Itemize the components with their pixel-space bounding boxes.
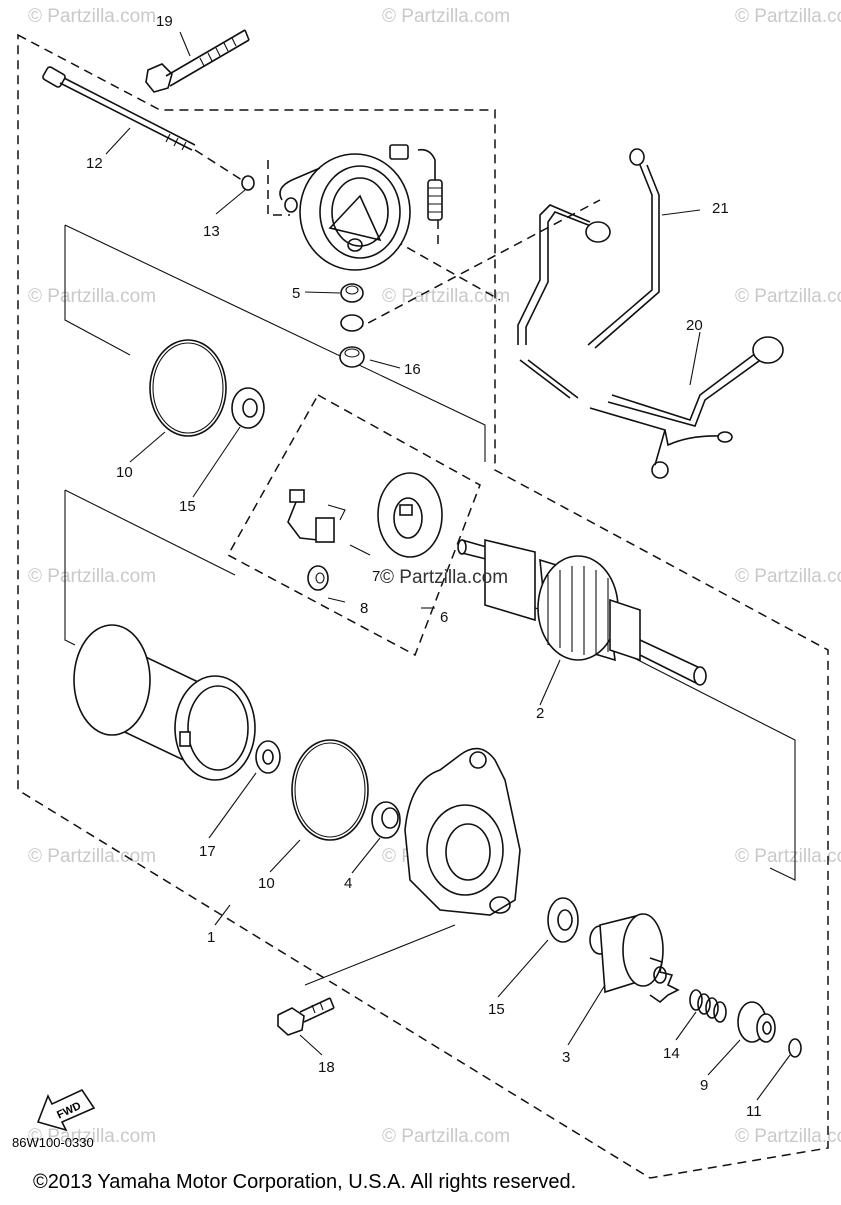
watermark: © Partzilla.com xyxy=(735,566,841,587)
watermark: © Partzilla.com xyxy=(735,6,841,27)
forward-arrow-icon: FWD xyxy=(36,1088,96,1132)
watermark: © Partzilla.com xyxy=(28,6,156,27)
part-label-3: 3 xyxy=(562,1049,570,1066)
washer-icon xyxy=(340,314,364,332)
axis-line-bolt xyxy=(304,924,456,986)
part-label-20: 20 xyxy=(686,317,703,334)
part-label-18: 18 xyxy=(318,1059,335,1076)
washer-17-icon xyxy=(255,740,281,774)
part-label-2: 2 xyxy=(536,705,544,722)
circlip-11-icon xyxy=(788,1038,802,1058)
part-label-13: 13 xyxy=(203,223,220,240)
part-label-11: 11 xyxy=(746,1103,762,1120)
axis-line-bracket xyxy=(267,160,439,245)
brush-plate-icon xyxy=(377,472,443,558)
bolt-19-icon xyxy=(145,29,250,93)
part-label-4: 4 xyxy=(344,875,352,892)
part-label-15-upper: 15 xyxy=(179,498,196,515)
brush-set-boundary xyxy=(226,393,481,657)
part-label-5: 5 xyxy=(292,285,300,302)
watermark: © Partzilla.com xyxy=(28,846,156,867)
part-label-16: 16 xyxy=(404,361,421,378)
oring-10-lower-inner xyxy=(294,742,366,838)
watermark: © Partzilla.com xyxy=(28,286,156,307)
yoke-icon xyxy=(73,624,256,781)
brush-7-icon xyxy=(287,489,371,556)
part-label-10-upper: 10 xyxy=(116,464,133,481)
armature-2-icon xyxy=(457,538,707,686)
part-label-19: 19 xyxy=(156,13,173,30)
stopper-9-icon xyxy=(737,1001,776,1043)
oring-10-upper-inner xyxy=(152,342,224,434)
watermark: © Partzilla.com xyxy=(28,566,156,587)
part-labels: 19 12 13 5 16 21 20 10 15 7 8 6 2 17 10 … xyxy=(86,13,762,1120)
oring-10-upper-icon xyxy=(149,339,227,437)
nut-16-icon xyxy=(339,346,365,368)
oring-10-lower-icon xyxy=(291,739,369,841)
part-label-1: 1 xyxy=(207,929,215,946)
upper-panel-outline xyxy=(64,224,486,462)
part-label-10-lower: 10 xyxy=(258,875,275,892)
axis-line-upper xyxy=(354,199,601,331)
leader-lines xyxy=(105,31,791,1101)
nut-5-icon xyxy=(340,283,364,303)
watermark: © Partzilla.com xyxy=(735,846,841,867)
lead-wire-20-icon xyxy=(589,336,784,479)
axis-line-bolt-12 xyxy=(194,149,246,183)
watermark: © Partzilla.com xyxy=(735,1126,841,1147)
bearing-4-icon xyxy=(371,801,401,839)
copyright-notice: ©2013 Yamaha Motor Corporation, U.S.A. A… xyxy=(33,1171,576,1193)
watermark: © Partzilla.com xyxy=(382,1126,510,1147)
front-bracket-icon xyxy=(404,747,521,916)
part-label-15-lower: 15 xyxy=(488,1001,505,1018)
part-label-21: 21 xyxy=(712,200,729,217)
watermark: © Partzilla.com xyxy=(735,286,841,307)
through-bolt-12-icon xyxy=(42,66,196,151)
rear-cover-icon xyxy=(279,144,443,271)
part-label-17: 17 xyxy=(199,843,216,860)
spring-8-icon xyxy=(307,565,329,591)
part-label-14: 14 xyxy=(663,1045,680,1062)
watermark-grid: © Partzilla.com © Partzilla.com © Partzi… xyxy=(28,6,841,1147)
part-label-8: 8 xyxy=(360,600,368,617)
watermark: © Partzilla.com xyxy=(382,286,510,307)
assembly-boundary xyxy=(17,33,829,1179)
pinion-3-icon xyxy=(589,913,680,1004)
diagram-code: 86W100-0330 xyxy=(12,1135,94,1150)
washer-15-lower-icon xyxy=(547,897,579,943)
part-label-9: 9 xyxy=(700,1077,708,1094)
watermark: © Partzilla.com xyxy=(382,6,510,27)
washer-15-upper-icon xyxy=(231,387,265,429)
part-label-7: 7 xyxy=(372,568,380,585)
part-label-12: 12 xyxy=(86,155,103,172)
spring-14-icon xyxy=(689,989,727,1023)
watermark: © Partzilla.com xyxy=(28,1126,156,1147)
lower-panel-outline xyxy=(64,489,796,881)
center-watermark: © Partzilla.com xyxy=(380,567,508,588)
oring-13-icon xyxy=(241,175,255,191)
bolt-18-icon xyxy=(277,997,335,1036)
part-label-6: 6 xyxy=(440,609,448,626)
lead-wire-21-icon xyxy=(517,148,660,399)
axis-line-rear xyxy=(354,217,501,301)
